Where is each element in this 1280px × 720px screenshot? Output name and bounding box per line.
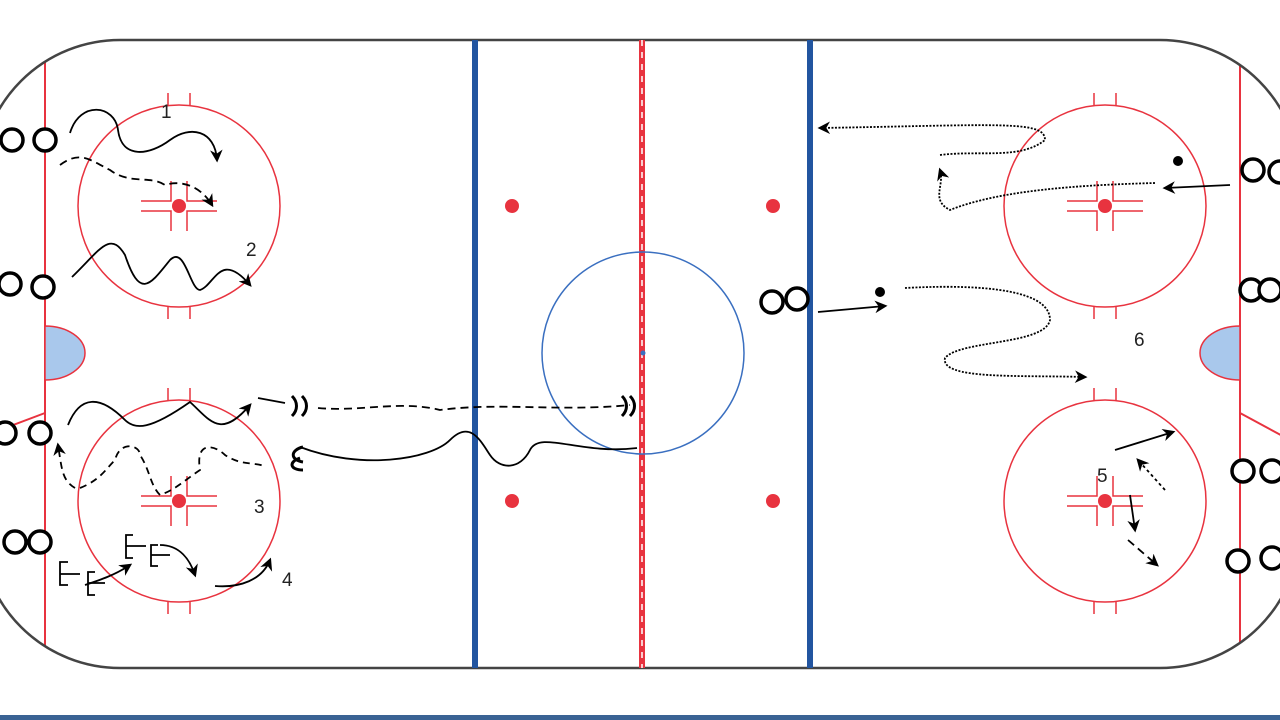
faceoff-circle bbox=[77, 93, 281, 319]
stop-marks bbox=[290, 394, 636, 472]
player-marker bbox=[1240, 157, 1266, 183]
player-marker bbox=[32, 127, 58, 153]
player-marker bbox=[759, 289, 785, 315]
player-marker bbox=[1257, 277, 1280, 303]
drill-label-5: 5 bbox=[1097, 466, 1108, 487]
player-marker bbox=[0, 420, 18, 446]
pylons bbox=[59, 534, 170, 596]
faceoff-circle bbox=[1003, 388, 1207, 614]
drill-label-4: 4 bbox=[282, 570, 293, 591]
player-marker bbox=[1267, 159, 1280, 185]
goal-crease-right bbox=[1199, 325, 1241, 381]
center-ice-dot bbox=[640, 350, 646, 356]
drill-label-3: 3 bbox=[254, 497, 265, 518]
neutral-zone-dots bbox=[505, 199, 780, 508]
goal-crease-left bbox=[44, 325, 86, 381]
player-marker bbox=[0, 271, 23, 297]
player-marker bbox=[1230, 458, 1256, 484]
faceoff-circles bbox=[77, 93, 1207, 614]
drill-label-6: 6 bbox=[1134, 330, 1145, 351]
bottom-bar bbox=[0, 715, 1280, 720]
trapezoid-right bbox=[1239, 412, 1280, 441]
player-marker bbox=[2, 529, 28, 555]
player-marker bbox=[0, 127, 25, 153]
pucks bbox=[875, 156, 1183, 297]
player-marker bbox=[27, 420, 53, 446]
drill-paths bbox=[53, 108, 1231, 588]
player-marker bbox=[1225, 548, 1251, 574]
player-marker bbox=[1259, 458, 1280, 484]
player-marker bbox=[30, 274, 56, 300]
drill-label-2: 2 bbox=[246, 240, 257, 261]
drill-label-1: 1 bbox=[161, 102, 172, 123]
faceoff-circle bbox=[1003, 93, 1207, 319]
player-marker bbox=[784, 286, 810, 312]
faceoff-circle bbox=[77, 388, 281, 614]
players bbox=[0, 127, 1280, 574]
player-marker bbox=[27, 529, 53, 555]
player-marker bbox=[1259, 545, 1280, 571]
center-ice-circle bbox=[541, 251, 745, 455]
drill-number-labels: 1 2 3 4 5 6 bbox=[161, 102, 1145, 591]
